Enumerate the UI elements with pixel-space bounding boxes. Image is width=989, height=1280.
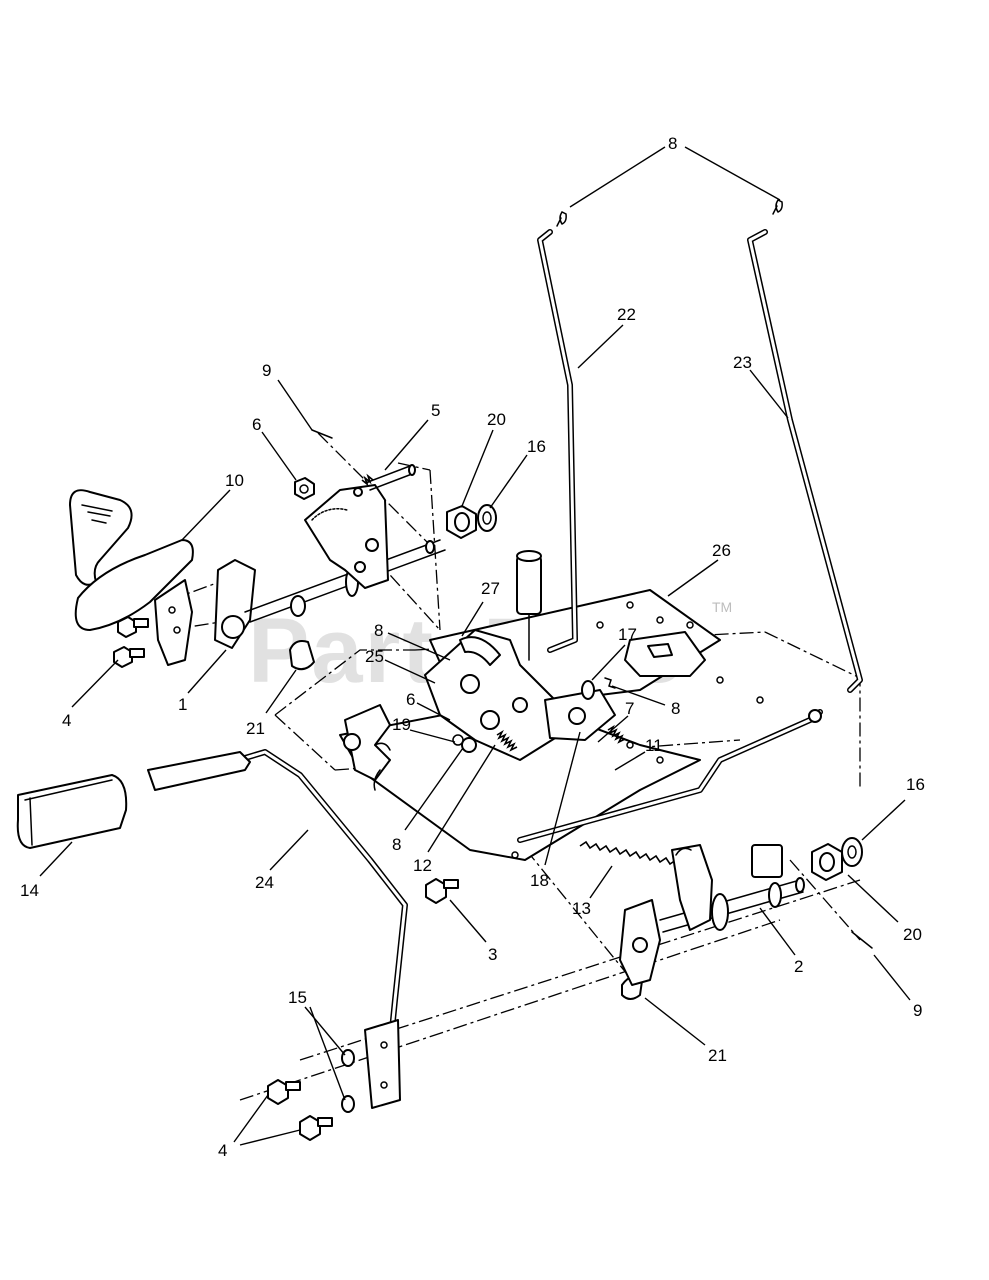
callout-13: 13	[572, 899, 591, 918]
callout-26: 26	[712, 541, 731, 560]
callout-24: 24	[255, 873, 274, 892]
callout-1: 1	[178, 695, 187, 714]
callout-8-top: 8	[668, 134, 677, 153]
callout-16-upper: 16	[527, 437, 546, 456]
callout-10: 10	[225, 471, 244, 490]
callout-4-upper: 4	[62, 711, 71, 730]
callout-4-lower: 4	[218, 1141, 227, 1160]
callout-5: 5	[431, 401, 440, 420]
callout-15: 15	[288, 988, 307, 1007]
callout-2: 2	[794, 957, 803, 976]
brake-pedal-assembly	[69, 464, 446, 666]
callout-25: 25	[365, 647, 384, 666]
callout-11: 11	[645, 736, 663, 755]
bushing-part-27	[516, 550, 542, 661]
callout-labels: 8 22 23 9 5 6 20 16 10 26 27 8 25 17 8 6…	[20, 134, 925, 1160]
callout-3: 3	[488, 945, 497, 964]
callout-9-lower: 9	[913, 1001, 922, 1020]
callout-23: 23	[733, 353, 752, 372]
callout-7: 7	[625, 699, 634, 718]
block-part-17	[624, 631, 706, 677]
callout-6-upper: 6	[252, 415, 261, 434]
callout-18: 18	[530, 871, 549, 890]
callout-14: 14	[20, 881, 39, 900]
callout-16-lower: 16	[906, 775, 925, 794]
callout-21-upper: 21	[246, 719, 265, 738]
callout-22: 22	[617, 305, 636, 324]
callout-27: 27	[481, 579, 500, 598]
callout-8-c: 8	[392, 835, 401, 854]
callout-12: 12	[413, 856, 432, 875]
callout-6-lower: 6	[406, 690, 415, 709]
callout-20-upper: 20	[487, 410, 506, 429]
callout-20-lower: 20	[903, 925, 922, 944]
callout-19: 19	[392, 715, 411, 734]
callout-8-b: 8	[671, 699, 680, 718]
callout-21-lower: 21	[708, 1046, 727, 1065]
rods	[517, 199, 863, 843]
leader-lines	[39, 146, 911, 1146]
callout-9-upper: 9	[262, 361, 271, 380]
callout-8-a: 8	[374, 621, 383, 640]
drive-pedal-assembly	[16, 749, 805, 1109]
watermark-trademark: TM	[712, 599, 732, 615]
callout-17: 17	[618, 625, 637, 644]
